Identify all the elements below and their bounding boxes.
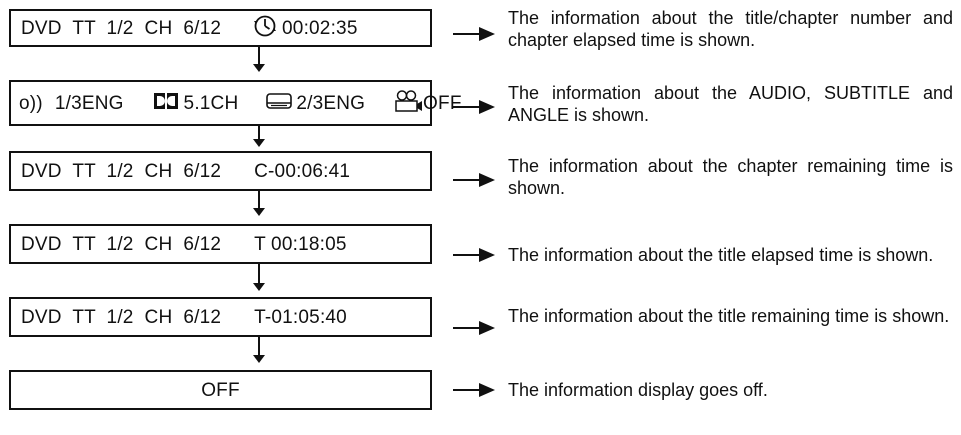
flow-arrowhead (253, 64, 265, 72)
display-box-chapter-remaining: DVD TT 1/2 CH 6/12 C-00:06:41 (9, 151, 432, 191)
display-prefix: DVD TT 1/2 CH 6/12 (21, 306, 222, 328)
row-description: The information about the AUDIO, SUBTITL… (508, 83, 953, 125)
display-box-title-elapsed: DVD TT 1/2 CH 6/12 T 00:18:05 (9, 224, 432, 264)
right-arrow-icon (453, 173, 495, 187)
flow-arrowhead (253, 208, 265, 216)
display-box-title-remaining: DVD TT 1/2 CH 6/12 T-01:05:40 (9, 297, 432, 337)
row-description: The information about the title/chapter … (508, 8, 953, 50)
dolby-digital-icon (132, 74, 178, 132)
flow-connector (258, 191, 260, 209)
display-prefix: DVD TT 1/2 CH 6/12 (21, 17, 222, 39)
right-arrow-icon (453, 248, 495, 262)
right-arrow-icon (453, 321, 495, 335)
display-time: T-01:05:40 (254, 306, 347, 328)
row-description: The information about the title remainin… (508, 306, 950, 326)
audio-track: 1/3ENG (54, 92, 124, 114)
display-text: OFF (201, 379, 240, 401)
audio-channels: 5.1CH (183, 92, 239, 114)
row-description: The information about the chapter remain… (508, 156, 953, 198)
display-box-chapter-elapsed: DVD TT 1/2 CH 6/12 00:02:35 (9, 9, 432, 47)
row-description: The information about the title elapsed … (508, 245, 934, 265)
display-time: T 00:18:05 (254, 233, 347, 255)
display-time: 00:02:35 (282, 17, 358, 39)
flow-connector (258, 126, 260, 140)
display-prefix: DVD TT 1/2 CH 6/12 (21, 160, 222, 182)
right-arrow-icon (453, 383, 495, 397)
display-time: C-00:06:41 (254, 160, 351, 182)
flow-connector (258, 264, 260, 284)
display-box-audio-subtitle-angle: o)) 1/3ENG 5.1CH 2/3ENG OFF (9, 80, 461, 126)
clock-icon (231, 0, 277, 61)
subtitle-track: 2/3ENG (296, 92, 366, 114)
flow-arrowhead (253, 283, 265, 291)
flow-connector (258, 337, 260, 356)
camera-angle-icon (373, 71, 423, 135)
flow-arrowhead (253, 139, 265, 147)
right-arrow-icon (453, 100, 495, 114)
row-description: The information display goes off. (508, 380, 768, 400)
angle-status: OFF (423, 92, 462, 114)
display-prefix: DVD TT 1/2 CH 6/12 (21, 233, 222, 255)
flow-arrowhead (253, 355, 265, 363)
audio-icon: o)) (19, 92, 43, 114)
flow-connector (258, 47, 260, 65)
display-box-off: OFF (9, 370, 432, 410)
subtitle-icon (244, 74, 293, 132)
right-arrow-icon (453, 27, 495, 41)
